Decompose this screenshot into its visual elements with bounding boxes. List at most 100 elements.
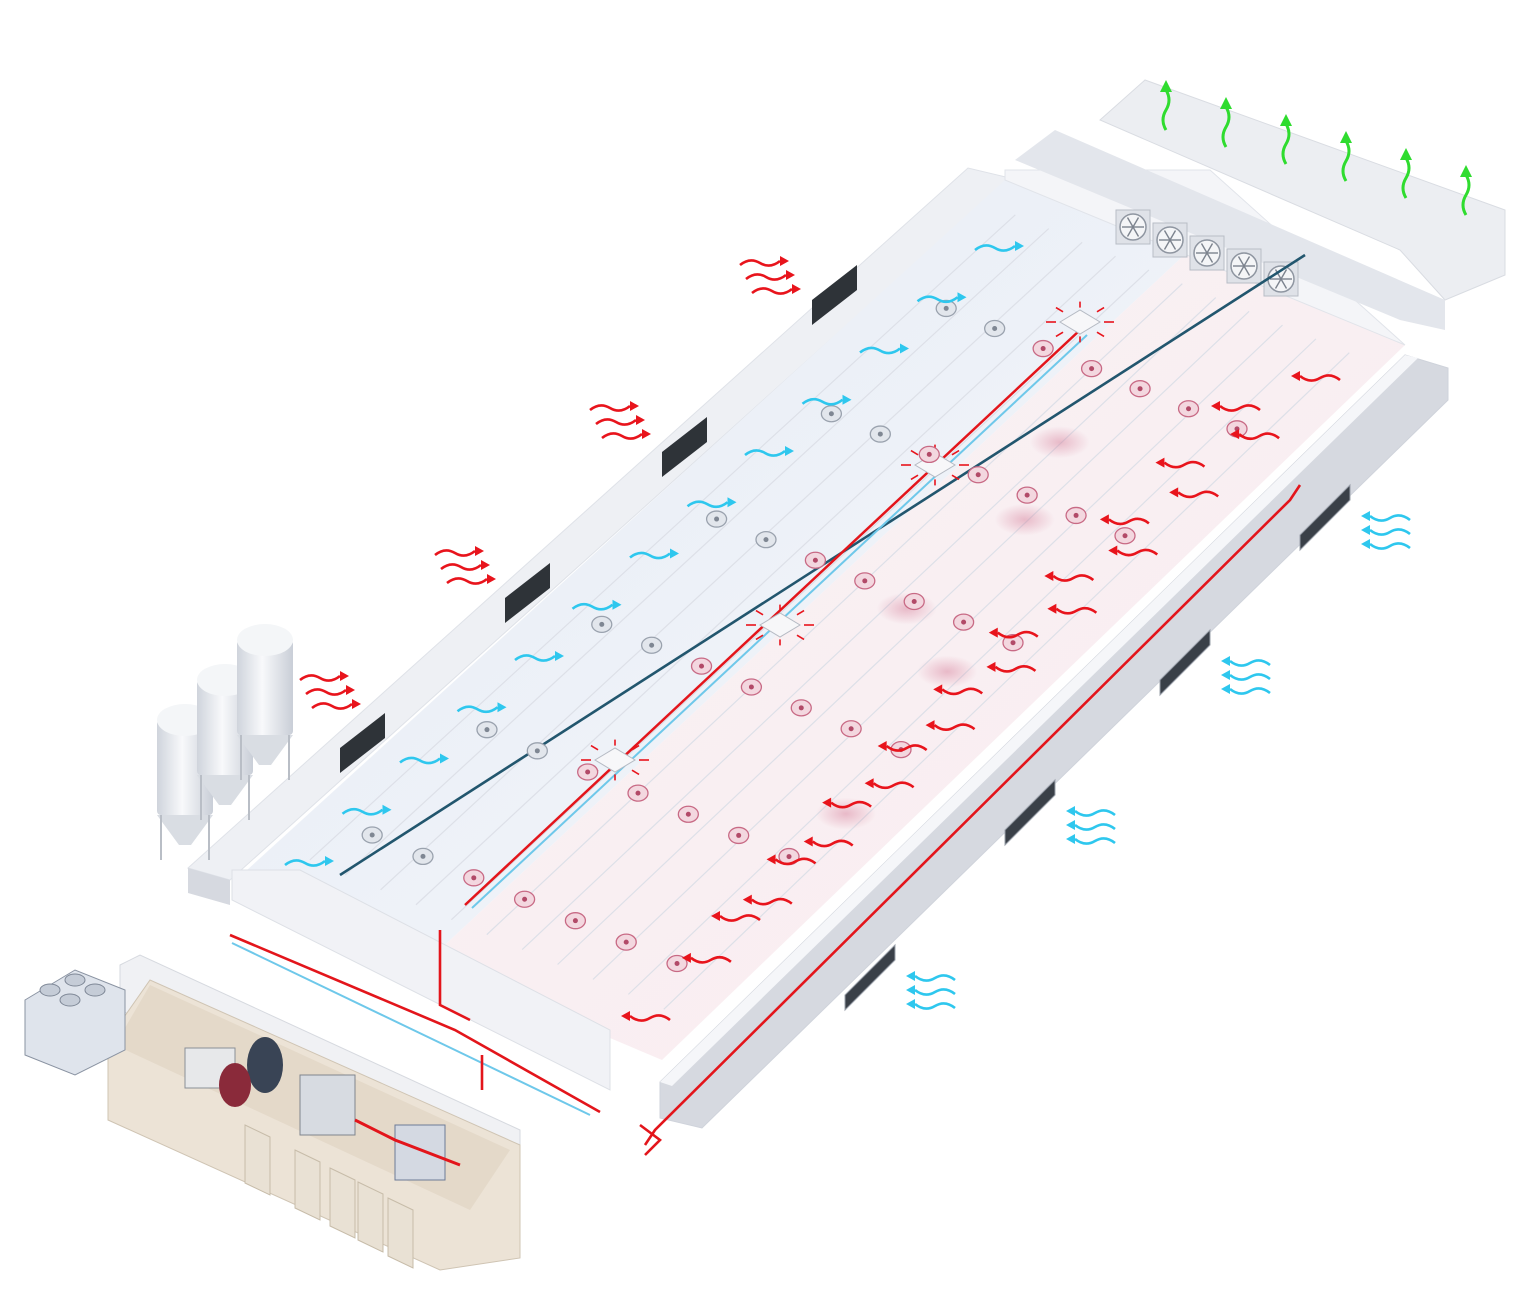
exhaust-arrow-icon [1280,114,1292,165]
cool-air-arrow-icon [906,985,956,996]
pen-line [557,310,1250,965]
cool-air-arrow-icon [906,999,956,1010]
warm-air-arrow-icon [305,685,355,696]
equipment [184,1037,461,1181]
warm-air-arrow-icon [822,797,872,809]
cool-air-arrow-icon [1361,539,1411,550]
circulation-fan-icon [840,720,862,738]
top-vent-slot [812,265,857,325]
warm-air-arrow-icon [1044,571,1095,582]
boiler-tank-icon [219,1063,251,1107]
pen-line [309,214,1016,861]
cool-air-arrow-icon [744,446,794,457]
warm-air-arrow-icon [988,627,1039,639]
warm-air-arrow-icon [589,401,639,412]
side-inlets [844,483,1411,1012]
cool-air-arrow-icon [1066,834,1116,845]
cool-air-arrow-icon [1066,806,1116,817]
ceiling-diffuser-icon [581,739,649,781]
circulation-fan-icon [804,551,827,569]
cool-air-arrow-icon [1361,525,1411,536]
warm-air-arrow-icon [711,911,761,922]
warm-air-arrow-icon [751,284,801,295]
exhaust-annex [1015,79,1506,330]
warm-air-arrow-icon [1099,514,1150,526]
circulation-fan-icon [854,572,876,590]
cool-inside-arrows [284,241,1024,867]
circulation-fan-icon [705,510,728,528]
circulation-fan-icon [740,678,763,696]
cool-air-arrow-icon [456,702,507,714]
top-vents [340,265,857,773]
exhaust-fan-icon [1115,209,1151,245]
machine-room-pipes [229,930,662,1156]
warm-air-arrow-icon [621,1011,671,1022]
feed-silos [157,624,293,860]
top-vent-slot [662,417,707,477]
circulation-fan-icon [903,592,925,611]
exhaust-fan-icon [1226,248,1262,284]
hot-pipe-stub [354,1118,461,1167]
circulation-fan-icon [463,869,485,887]
circulation-fan-icon [412,847,434,866]
circulation-fan-icon [967,466,989,484]
cool-air-arrow-icon [1361,511,1411,522]
warm-air-arrow-icon [1291,371,1341,382]
control-cabinet-icon [299,1074,356,1136]
cool-air-arrow-icon [686,497,737,509]
warm-air-arrow-icon [1155,457,1206,469]
circulation-fan-icon [591,615,613,634]
machine-room [107,954,521,1271]
exhaust-arrow-icon [1340,131,1352,182]
circulation-fan-icon [820,405,843,423]
front-heating-pipe [643,484,1302,1146]
cool-air-arrow-icon [1221,656,1271,667]
warm-air-arrow-icon [1230,429,1280,441]
cool-air-arrow-icon [514,651,564,662]
circulation-fan-icon [1065,506,1087,525]
heat-pump-unit-icon [24,969,126,1076]
floor-cool-zone [236,180,1185,961]
near-gable [231,869,611,1091]
circulation-fan-icon [526,742,548,760]
circulation-fan-icon [677,805,699,823]
cool-air-arrow-icon [571,599,622,611]
circulation-fan-icon [577,763,599,781]
warm-air-arrow-icon [803,836,854,848]
cool-air-arrow-icon [399,753,449,765]
circulation-fan-icon [564,912,587,930]
circulation-fan-icon [984,319,1006,338]
front-pipe-connector [639,1123,662,1156]
cool-air-arrow-icon [801,394,852,406]
circulation-fan-icon [952,613,975,631]
cool-air-arrow-icon [859,343,909,355]
air-inlet-icon [844,943,956,1012]
warm-air-arrow-icon [1108,545,1159,557]
circulation-fans [361,299,1248,973]
annex-roof [1099,79,1506,301]
building-shell [186,167,1449,1129]
circulation-fan-icon [1032,339,1054,358]
warm-air-arrow-icon [864,778,915,790]
circulation-fan-icon [1002,634,1024,652]
ceiling-diffuser-icon [746,604,814,646]
room-door [244,1124,271,1196]
circulation-fan-icon [1114,527,1136,545]
pen-line [450,269,1150,921]
circulation-fan-icon [790,699,812,717]
boiler-tank-icon [247,1037,283,1093]
circulation-fan-icon [755,531,777,549]
circulation-fan-icon [918,445,940,464]
exhaust-fan-icon [1189,235,1225,271]
warm-air-arrow-icon [877,741,928,752]
warm-air-arrow-icon [440,560,490,571]
ceiling-diffuser-icon [1046,301,1114,343]
warm-air-arrow-icon [745,270,795,281]
air-inlet-icon [1159,628,1271,697]
room-door [329,1167,356,1239]
warm-air-arrow-icon [986,661,1037,673]
top-vent-slot [340,713,385,773]
exhaust-fan-icon [1152,222,1188,258]
